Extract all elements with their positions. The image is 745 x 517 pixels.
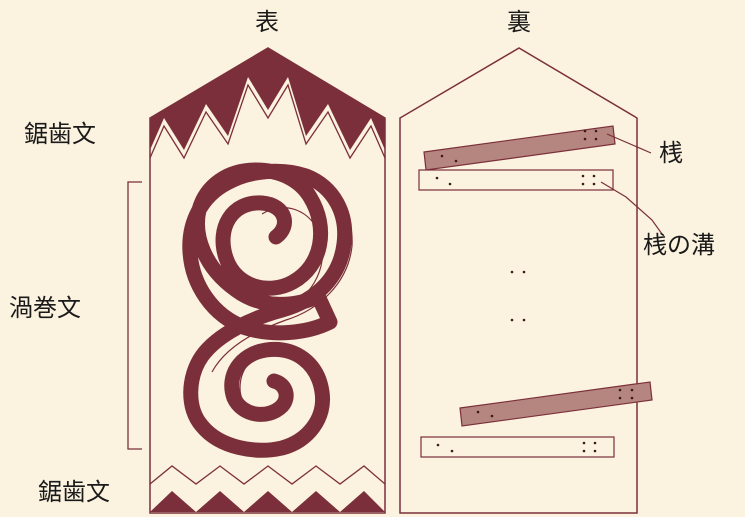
spiral-band — [190, 170, 345, 450]
label-crosspiece-groove: 桟の溝 — [643, 231, 715, 259]
label-crosspiece: 桟 — [659, 139, 683, 167]
continuation-dots — [511, 271, 526, 322]
crosspiece-upper — [424, 126, 615, 170]
bottom-sawtooth-pattern — [150, 491, 385, 512]
label-sawtooth-bottom: 鋸歯文 — [38, 478, 110, 506]
spiral-pattern — [190, 170, 352, 453]
back-panel-outline — [400, 48, 637, 513]
label-sawtooth-top: 鋸歯文 — [24, 120, 96, 148]
bottom-sawtooth-line — [150, 466, 385, 484]
label-spiral: 渦巻文 — [9, 294, 81, 322]
label-back: 裏 — [507, 8, 531, 36]
crosspiece-lower — [460, 382, 652, 426]
crosspiece-groove-lower — [421, 437, 614, 457]
spiral-bracket — [128, 182, 142, 449]
front-panel — [150, 48, 385, 513]
crosspiece-groove-upper — [419, 170, 613, 190]
label-front: 表 — [255, 8, 279, 36]
back-panel — [400, 48, 652, 513]
top-sawtooth-pattern — [150, 48, 385, 150]
